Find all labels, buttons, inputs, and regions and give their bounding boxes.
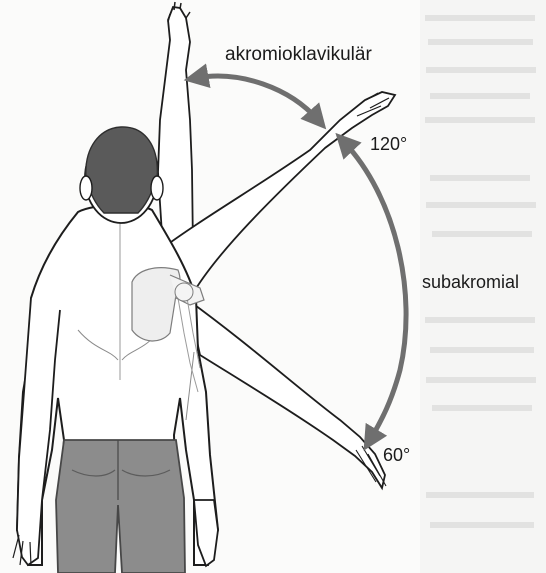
arc-label-subacromial: subakromial	[422, 273, 519, 291]
acromioclavicular-arc-arrow	[196, 76, 318, 120]
angle-label-60: 60°	[383, 446, 410, 464]
arc-label-acromioclavicular: akromioklavikulär	[225, 45, 372, 64]
arm-120	[160, 92, 395, 290]
arm-60	[188, 300, 386, 488]
trousers	[56, 440, 185, 573]
subacromial-arc-arrow	[344, 142, 406, 440]
angle-label-120: 120°	[370, 135, 407, 153]
raised-arm	[158, 2, 193, 250]
